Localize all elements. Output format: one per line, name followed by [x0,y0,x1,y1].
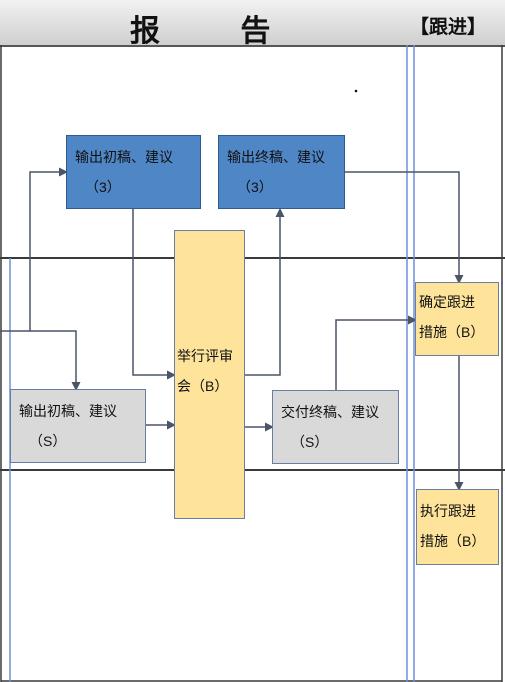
box-sublabel: 措施（B） [420,533,486,549]
box-label: 确定跟进 [419,294,475,310]
header-title: 报 告 [130,15,307,48]
connectors [0,167,464,491]
box-sublabel: （3） [85,179,121,195]
box-sublabel: 措施（B） [419,324,485,340]
box-draft-output-3: 输出初稿、建议 （3） [66,135,201,209]
box-sublabel: 会（B） [177,378,229,394]
stray-dot [354,89,358,93]
box-execute-followup: 执行跟进 措施（B） [416,489,499,565]
box-sublabel: （3） [237,179,273,195]
header-bar: 报 告 【跟进】 [0,0,505,48]
box-label: 输出初稿、建议 [19,403,117,419]
box-final-delivery-s: 交付终稿、建议 （S） [272,390,399,464]
header-followup-label: 【跟进】 [410,17,487,38]
box-sublabel: （S） [29,433,67,449]
box-final-output-3: 输出终稿、建议 （3） [218,135,345,209]
box-label: 举行评审 [177,348,233,364]
box-draft-output-s: 输出初稿、建议 （S） [10,389,146,463]
box-label: 输出初稿、建议 [75,149,173,165]
box-review-meeting: 举行评审 会（B） [174,230,245,519]
box-sublabel: （S） [291,434,329,450]
box-label: 输出终稿、建议 [227,149,325,165]
box-label: 执行跟进 [420,503,476,519]
box-confirm-followup: 确定跟进 措施（B） [415,282,499,356]
lane-lines [0,45,505,682]
box-label: 交付终稿、建议 [281,404,379,420]
